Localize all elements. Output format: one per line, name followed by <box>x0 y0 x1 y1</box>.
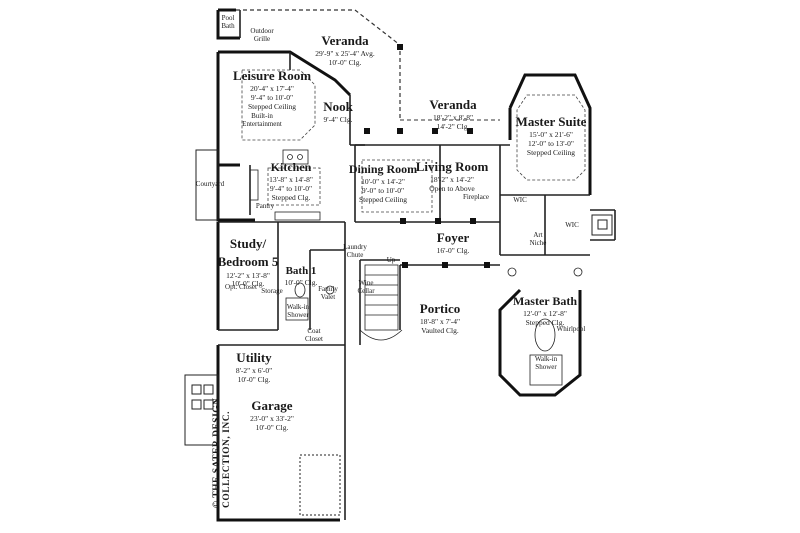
label-courtyard: Courtyard <box>195 180 225 188</box>
label-fireplace: Fireplace <box>462 193 490 201</box>
label-up: Up <box>386 256 396 264</box>
room-dims: 23'-0" x 33'-2" <box>250 414 294 424</box>
label-laundry-chute: Laundry Chute <box>343 243 367 259</box>
copyright: © THE SATER DESIGN COLLECTION, INC. <box>212 397 233 508</box>
room-note: Stepped Ceiling <box>358 194 408 204</box>
room-ceiling: 12'-0" to 13'-0" <box>528 139 574 149</box>
room-ceiling: 9'-0" to 10'-0" <box>361 186 405 196</box>
room-garage: Garage 23'-0" x 33'-2" 10'-0" Clg. <box>250 397 294 433</box>
master-bath-fixtures <box>507 267 583 386</box>
room-dims: 18'-2" x 8'-8" <box>432 113 474 123</box>
room-bath1: Bath 1 10'-0" Clg. <box>285 261 318 288</box>
room-note: Stepped Ceiling <box>526 147 576 157</box>
room-ceiling: Vaulted Clg. <box>421 326 459 336</box>
label-wic-1: WIC <box>513 196 527 204</box>
label-walk-in-shower-master: Walk-in Shower <box>534 355 558 371</box>
room-leisure: Leisure Room 20'-4" x 17'-4" 9'-4" to 10… <box>233 67 311 111</box>
room-dims: 12'-2" x 13'-8" <box>226 270 270 280</box>
room-name: Bath 1 <box>285 265 317 277</box>
room-name: Utility <box>236 350 272 365</box>
room-study: Study/ Bedroom 5 12'-2" x 13'-8" 10'-0" … <box>218 235 279 289</box>
staircase <box>359 264 403 341</box>
room-ceiling: 14'-2" Clg. <box>436 122 470 132</box>
room-name: Leisure Room <box>232 68 312 83</box>
exterior-features <box>184 149 613 516</box>
bath1-fixtures <box>285 282 335 321</box>
label-wine-cellar: Wine Cellar <box>357 279 375 295</box>
room-dims: 20'-4" x 17'-4" <box>250 84 294 94</box>
label-whirlpool: Whirlpool <box>556 325 586 333</box>
label-wic-2: WIC <box>565 221 579 229</box>
label-coat-closet: Coat Closet <box>305 327 323 343</box>
copyright-line-2: COLLECTION, INC. <box>222 411 233 508</box>
room-veranda-rear: Veranda 29'-9" x 25'-4" Avg. 10'-0" Clg. <box>315 32 375 68</box>
room-note: Stepped Clg. <box>271 192 311 202</box>
room-name: Dining Room <box>348 162 418 176</box>
room-name: Veranda <box>321 33 369 48</box>
room-name: Foyer <box>436 230 470 245</box>
room-name: Master Bath <box>512 294 578 308</box>
room-utility: Utility 8'-2" x 6'-0" 10'-0" Clg. <box>236 349 272 385</box>
room-ceiling: 10'-0" Clg. <box>237 375 271 385</box>
room-name: Master Suite <box>515 114 587 129</box>
room-dims: 10'-0" x 14'-2" <box>361 177 405 187</box>
room-nook: Nook 9'-4" Clg. <box>323 98 353 125</box>
room-note: Stepped Ceiling <box>247 101 297 111</box>
veranda-rear-outline <box>236 9 401 120</box>
room-name: Kitchen <box>270 160 312 174</box>
room-dims: 13'-8" x 14'-8" <box>269 175 313 185</box>
room-ceiling: 9'-4" to 10'-0" <box>269 184 313 194</box>
room-dims: 18'-8" x 7'-4" <box>419 317 461 327</box>
interior-walls <box>218 10 616 520</box>
ceiling-outlines <box>241 69 586 213</box>
room-ceiling: 10'-0" Clg. <box>231 279 265 289</box>
room-kitchen: Kitchen 13'-8" x 14'-8" 9'-4" to 10'-0" … <box>269 158 313 202</box>
room-ceiling: 10'-0" Clg. <box>284 278 318 288</box>
room-dims: 8'-2" x 6'-0" <box>235 366 273 376</box>
room-name: Study/ <box>229 236 267 251</box>
room-dims: 12'-0" x 12'-8" <box>523 309 567 319</box>
room-ceiling: 10'-0" Clg. <box>328 58 362 68</box>
kitchen-fixtures <box>249 149 321 221</box>
room-name: Portico <box>419 301 461 316</box>
room-ceiling: 9'-4" to 10'-0" <box>250 93 294 103</box>
label-pantry: Pantry <box>255 202 275 210</box>
copyright-line-1: © THE SATER DESIGN <box>212 397 222 508</box>
room-name: Nook <box>323 99 353 114</box>
label-built-in: Built-in Entertainment <box>242 112 282 128</box>
room-master-bath: Master Bath 12'-0" x 12'-8" Stepped Clg. <box>513 292 577 328</box>
room-name: Living Room <box>415 159 489 174</box>
room-name: Garage <box>251 398 293 413</box>
label-pool-bath: Pool Bath <box>221 14 235 30</box>
room-dining: Dining Room 10'-0" x 14'-2" 9'-0" to 10'… <box>349 160 417 204</box>
room-living: Living Room 18'-2" x 14'-2" Open to Abov… <box>416 158 489 194</box>
room-name: Veranda <box>429 97 477 112</box>
room-name-2: Bedroom 5 <box>217 254 279 270</box>
label-art-niche: Art Niche <box>529 231 547 247</box>
label-storage: Storage <box>261 287 283 295</box>
label-outdoor-grille: Outdoor Grille <box>250 27 274 43</box>
label-family-valet: Family Valet <box>318 285 338 301</box>
label-opt-closet: Opt. Closet <box>225 283 257 291</box>
room-dims: 15'-0" x 21'-6" <box>529 130 573 140</box>
room-foyer: Foyer 16'-0" Clg. <box>437 229 470 256</box>
room-note: Open to Above <box>429 184 475 194</box>
columns <box>364 44 490 268</box>
room-dims: 18'-2" x 14'-2" <box>430 175 474 185</box>
room-veranda-side: Veranda 18'-2" x 8'-8" 14'-2" Clg. <box>429 96 476 132</box>
room-ceiling: 16'-0" Clg. <box>436 246 470 256</box>
room-note: Stepped Clg. <box>525 318 565 328</box>
room-ceiling: 10'-0" Clg. <box>255 423 289 433</box>
room-portico: Portico 18'-8" x 7'-4" Vaulted Clg. <box>420 300 460 336</box>
room-dims: 29'-9" x 25'-4" Avg. <box>315 49 375 59</box>
room-ceiling: 9'-4" Clg. <box>323 115 353 125</box>
label-walk-in-shower-bath1: Walk-in Shower <box>286 303 310 319</box>
room-master-suite: Master Suite 15'-0" x 21'-6" 12'-0" to 1… <box>516 113 587 157</box>
